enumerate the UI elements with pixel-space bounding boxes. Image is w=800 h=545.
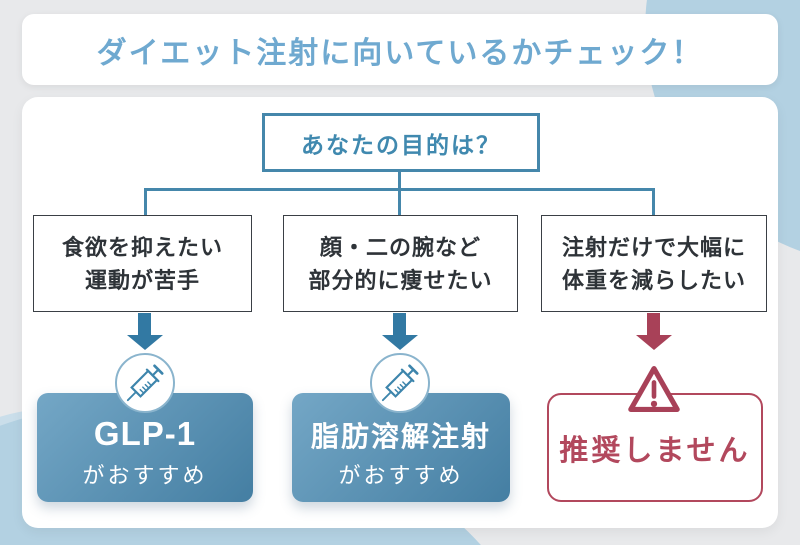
title-banner: ダイエット注射に向いているかチェック！ (22, 14, 778, 85)
connector-stub-1 (144, 188, 147, 216)
syringe-icon (115, 353, 175, 413)
down-arrow-3 (647, 313, 660, 336)
result-main-label: GLP-1 (93, 414, 197, 452)
condition-box-appetite: 食欲を抑えたい 運動が苦手 (33, 215, 252, 312)
condition-line: 注射だけで大幅に (561, 234, 746, 260)
down-arrow-3-head (636, 335, 672, 350)
condition-line: 顔・二の腕など (319, 234, 481, 260)
down-arrow-1 (138, 313, 151, 336)
page-title: ダイエット注射に向いているかチェック！ (96, 36, 704, 70)
condition-line: 運動が苦手 (84, 267, 200, 293)
condition-line: 食欲を抑えたい (61, 234, 223, 260)
syringe-icon (370, 353, 430, 413)
condition-box-major-weight-loss: 注射だけで大幅に 体重を減らしたい (541, 215, 767, 312)
condition-line: 部分的に痩せたい (308, 267, 493, 293)
connector-root (398, 172, 401, 190)
warning-icon (626, 363, 682, 415)
condition-box-partial-slimming: 顔・二の腕など 部分的に痩せたい (283, 215, 518, 312)
condition-line: 体重を減らしたい (561, 267, 746, 293)
result-box-lipolysis: 脂肪溶解注射 がおすすめ (292, 393, 510, 502)
result-box-not-recommended: 推奨しません (547, 393, 763, 502)
down-arrow-2 (393, 313, 406, 336)
result-box-glp1: GLP-1 がおすすめ (37, 393, 253, 502)
question-box: あなたの目的は？ (262, 113, 540, 172)
down-arrow-2-head (382, 335, 418, 350)
result-sub-label: がおすすめ (82, 463, 208, 488)
result-main-label: 脂肪溶解注射 (310, 421, 491, 452)
connector-stub-2 (398, 188, 401, 216)
connector-stub-3 (652, 188, 655, 216)
result-main-label: 推奨しません (559, 434, 751, 467)
result-sub-label: がおすすめ (338, 463, 464, 488)
flowchart-card: あなたの目的は？ 食欲を抑えたい 運動が苦手 顔・二の腕など 部分的に痩せたい … (22, 97, 778, 528)
down-arrow-1-head (127, 335, 163, 350)
